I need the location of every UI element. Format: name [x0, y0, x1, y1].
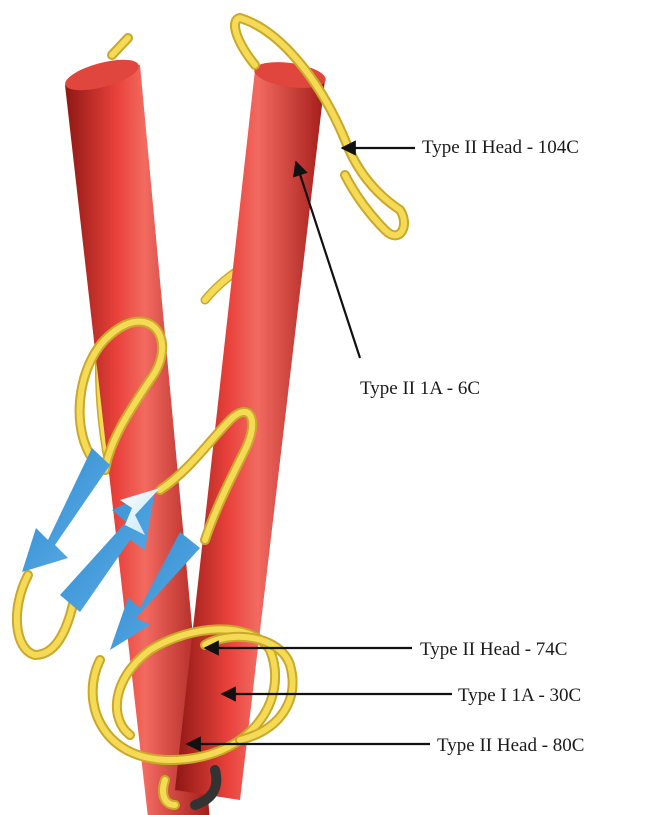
strand-1: [22, 448, 110, 572]
label-type-ii-head-74c: Type II Head - 74C: [420, 640, 567, 659]
label-type-ii-head-104c: Type II Head - 104C: [422, 138, 579, 157]
label-type-i-1a-30c: Type I 1A - 30C: [458, 686, 581, 705]
label-type-ii-head-80c: Type II Head - 80C: [437, 736, 584, 755]
label-type-ii-1a-6c: Type II 1A - 6C: [360, 379, 480, 398]
